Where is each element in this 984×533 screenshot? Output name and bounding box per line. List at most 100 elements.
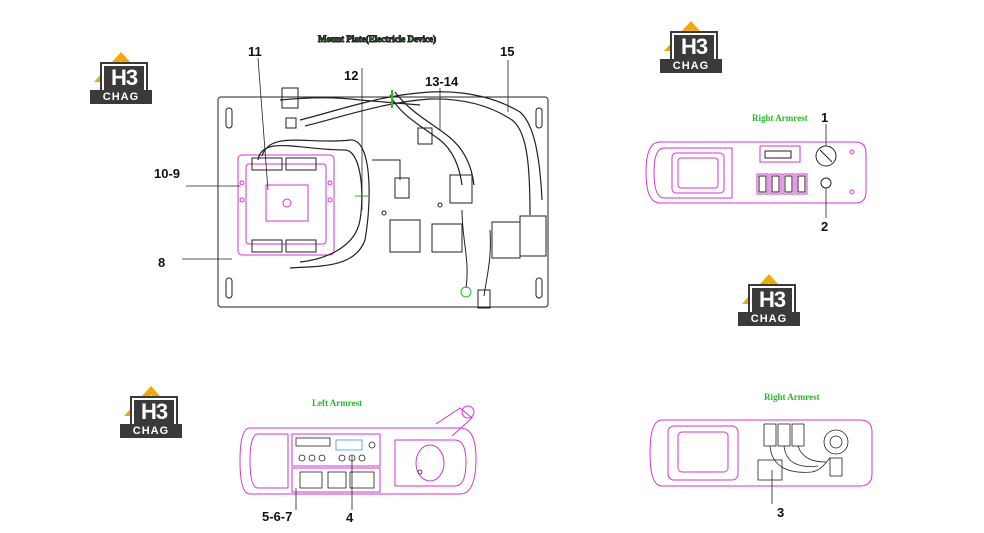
slot-hole: [225, 277, 233, 299]
switch-knob: [764, 150, 792, 159]
switch-module: [791, 423, 805, 447]
rocker-switch: [795, 173, 808, 195]
brand-logo-topleft: H3 CHAG: [90, 48, 152, 106]
callout-15: 15: [500, 44, 514, 59]
ground-terminal: [460, 286, 472, 298]
relay: [491, 221, 521, 259]
mount-screw: [381, 210, 387, 216]
callout-10-9: 10-9: [154, 166, 180, 181]
indicator-icon: [368, 441, 376, 449]
connector: [394, 177, 410, 199]
logo-wordmark: CHAG: [120, 424, 182, 438]
joystick-lever: [435, 407, 473, 437]
relay: [431, 223, 463, 253]
slot-hole: [535, 107, 543, 129]
joystick-knob: [461, 405, 475, 419]
callout-5-6-7: 5-6-7: [262, 509, 292, 524]
harness-wire: [257, 144, 363, 263]
armrest-rest: [249, 433, 289, 489]
armrest-grip: [653, 147, 733, 199]
harness-wire: [304, 98, 531, 216]
right-armrest-bottom-title: Right Armrest: [764, 392, 820, 402]
logo-wordmark: CHAG: [660, 59, 722, 73]
brand-logo-bottomleft: H3 CHAG: [120, 382, 182, 440]
armrest-shell: [239, 427, 477, 495]
harness-wire: [279, 97, 421, 106]
switch-module: [763, 423, 777, 447]
switch-bar: [759, 145, 801, 163]
left-armrest-assembly: Left Armrest: [239, 398, 477, 525]
joystick-grip: [415, 444, 445, 482]
connector: [829, 457, 843, 477]
callout-3: 3: [777, 505, 784, 520]
ecu-module: [237, 154, 335, 256]
rocker-switch: [782, 173, 795, 195]
harness-wire: [783, 445, 819, 467]
lcd-screen: [299, 471, 323, 489]
armrest-shell: [649, 419, 873, 487]
brand-logo-middleright: H3 CHAG: [738, 270, 800, 328]
ignition-switch-icon: [823, 429, 849, 455]
harness-wire: [483, 229, 491, 297]
button-block: [349, 471, 375, 489]
harness-wire: [389, 94, 463, 186]
left-armrest-title: Left Armrest: [312, 398, 362, 408]
display-panel: [291, 467, 381, 493]
callout-13-14: 13-14: [425, 74, 459, 89]
mount-screw: [437, 202, 443, 208]
rocker-switch: [769, 173, 782, 195]
joystick-housing: [394, 439, 467, 487]
control-panel: [291, 433, 381, 467]
harness-wire: [394, 91, 475, 186]
right-armrest-top-title: Right Armrest: [752, 113, 808, 123]
callout-11: 11: [248, 44, 262, 59]
armrest-grip: [667, 425, 739, 481]
mount-screw: [849, 149, 855, 155]
harness-wire: [797, 445, 827, 463]
joystick-base: [677, 431, 729, 473]
mount-screw: [849, 189, 855, 195]
harness-wire: [299, 91, 543, 201]
joystick-plate: [677, 157, 719, 189]
harness-wire: [461, 209, 468, 289]
switch-module: [777, 423, 791, 447]
right-armrest-bottom-assembly: Right Armrest 3: [649, 392, 873, 520]
connector: [757, 459, 783, 481]
logo-letters: H3: [670, 31, 718, 63]
mount-plate-callouts: 11 12 13-14 15 10-9 8: [154, 44, 514, 270]
label-plate: [295, 437, 331, 447]
slot-hole: [535, 277, 543, 299]
key-lock-icon: [820, 177, 832, 189]
logo-wordmark: CHAG: [738, 312, 800, 326]
armrest-shell: [645, 141, 867, 204]
connector: [449, 174, 473, 204]
callout-8: 8: [158, 255, 165, 270]
relay: [519, 215, 547, 257]
slot-hole: [225, 107, 233, 129]
led-display: [335, 439, 363, 451]
harness-wire: [372, 159, 401, 180]
relay: [389, 219, 421, 253]
callout-4: 4: [346, 510, 354, 525]
mount-plate-title: Mount Plate(Electricle Device): [318, 34, 436, 44]
rocker-switch: [756, 173, 769, 195]
mount-plate-assembly: Mount Plate(Electricle Device): [217, 34, 549, 309]
callout-1: 1: [821, 110, 828, 125]
logo-wordmark: CHAG: [90, 90, 152, 104]
harness-wire: [769, 445, 831, 473]
brand-logo-topright: H3 CHAG: [660, 17, 722, 75]
connector: [477, 289, 491, 309]
logo-letters: H3: [130, 396, 178, 428]
mount-plate: [217, 96, 549, 308]
connector: [285, 117, 297, 129]
connector: [281, 87, 299, 109]
right-armrest-top-assembly: Right Armrest: [645, 110, 867, 234]
connector: [417, 127, 433, 145]
harness-wire: [261, 139, 370, 269]
callout-12: 12: [344, 68, 358, 83]
callout-2: 2: [821, 219, 828, 234]
joystick-base: [671, 152, 725, 194]
logo-letters: H3: [748, 284, 796, 316]
